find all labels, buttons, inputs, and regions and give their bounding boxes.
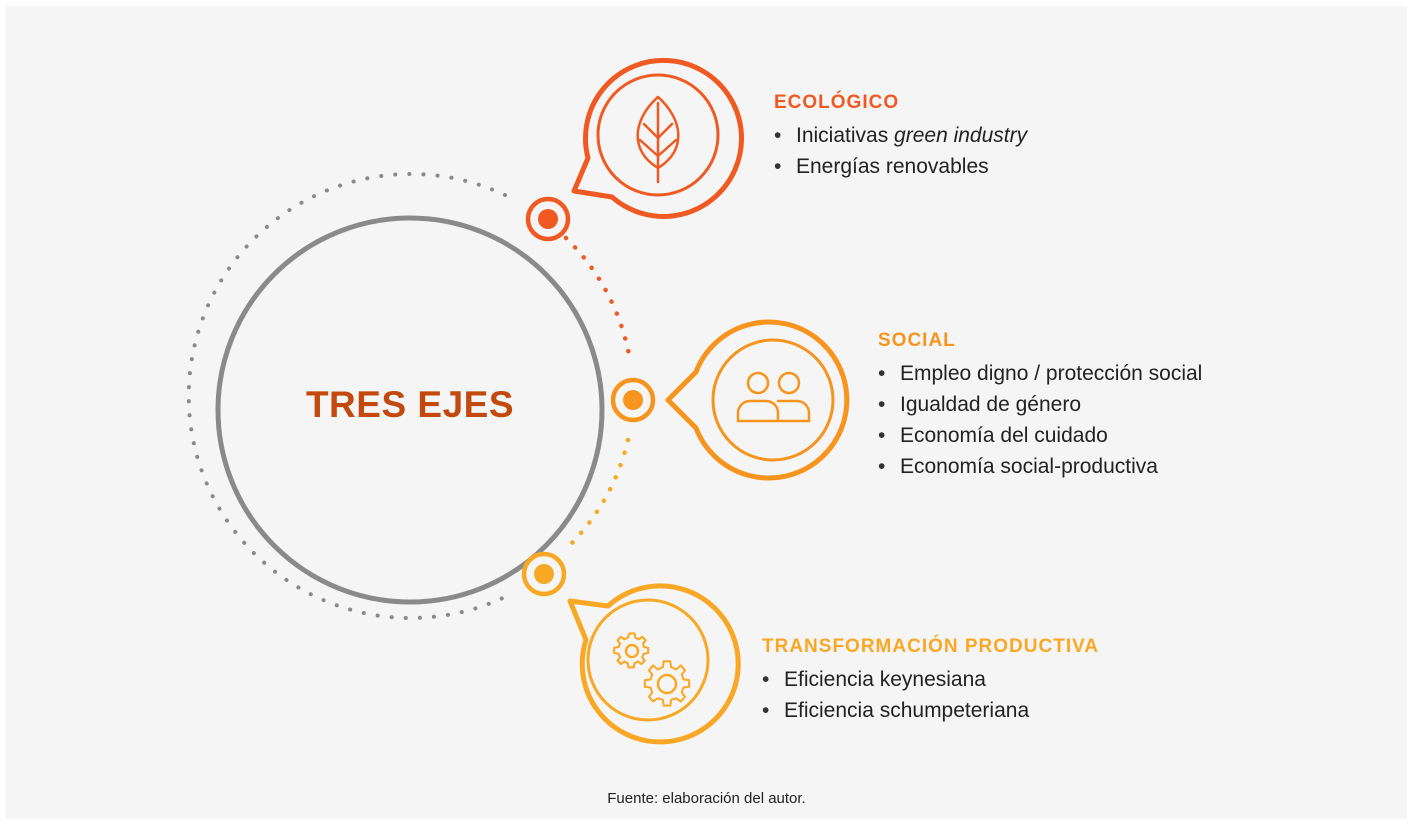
item-text: Eficiencia schumpeteriana: [784, 699, 1030, 722]
people-icon: [736, 371, 811, 423]
list-item: • Economía social-productiva: [878, 451, 1202, 482]
source-note: Fuente: elaboración del autor.: [607, 790, 806, 807]
axis-transformacion: TRANSFORMACIÓN PRODUCTIVA • Eficiencia ke…: [762, 636, 1099, 726]
axis-title-social: SOCIAL: [878, 330, 956, 351]
bullet: •: [762, 699, 770, 722]
bullet: •: [878, 455, 886, 478]
axis-list-transformacion: • Eficiencia keynesiana • Eficiencia schum…: [762, 664, 1099, 726]
bubble-ecologico: [571, 57, 744, 219]
item-text: Economía social-productiva: [900, 455, 1158, 478]
item-text: Igualdad de género: [900, 393, 1081, 416]
list-item: • Eficiencia schumpeteriana: [762, 695, 1099, 726]
item-text: Energías renovables: [796, 155, 989, 178]
list-item: • Empleo digno / protección social: [878, 358, 1202, 389]
item-text: Economía del cuidado: [900, 424, 1108, 447]
bullet: •: [762, 668, 770, 691]
bullet: •: [878, 424, 886, 447]
bullet: •: [878, 362, 886, 385]
axis-title-transformacion: TRANSFORMACIÓN PRODUCTIVA: [762, 636, 1100, 657]
list-item: • Igualdad de género: [878, 389, 1202, 420]
leaf-icon: [636, 95, 680, 184]
node-ecologico: [525, 196, 571, 242]
item-text: Eficiencia keynesiana: [784, 668, 986, 691]
bubble-social: [665, 319, 850, 481]
center-title: TRES EJES: [305, 384, 515, 425]
bullet: •: [774, 124, 782, 147]
item-text: Empleo digno / protección social: [900, 362, 1203, 385]
bullet: •: [774, 155, 782, 178]
axis-list-social: • Empleo digno / protección social • Igual…: [878, 358, 1202, 482]
connector-ecologico-social: [563, 235, 633, 363]
center-circle: [215, 215, 605, 605]
outer-dotted-ring: [186, 172, 507, 620]
node-social: [610, 377, 656, 423]
list-item: • Economía del cuidado: [878, 420, 1202, 451]
bubble-transformacion: [567, 583, 741, 745]
axis-list-ecologico: • Iniciativas green industry • Energías re…: [774, 120, 1027, 182]
item-emphasis: green industry: [894, 124, 1028, 147]
list-item: • Energías renovables: [774, 151, 1027, 182]
node-transformacion: [521, 551, 567, 597]
axis-social: SOCIAL • Empleo digno / protección social…: [878, 330, 1202, 482]
item-text: Iniciativas: [796, 124, 895, 147]
axis-title-ecologico: ECOLÓGICO: [774, 92, 900, 113]
list-item: • Iniciativas green industry: [774, 120, 1027, 151]
gears-icon: [613, 632, 691, 707]
list-item: • Eficiencia keynesiana: [762, 664, 1099, 695]
connector-social-transformacion: [567, 437, 631, 548]
axis-ecologico: ECOLÓGICO • Iniciativas green industry • E…: [774, 92, 1027, 182]
bullet: •: [878, 393, 886, 416]
